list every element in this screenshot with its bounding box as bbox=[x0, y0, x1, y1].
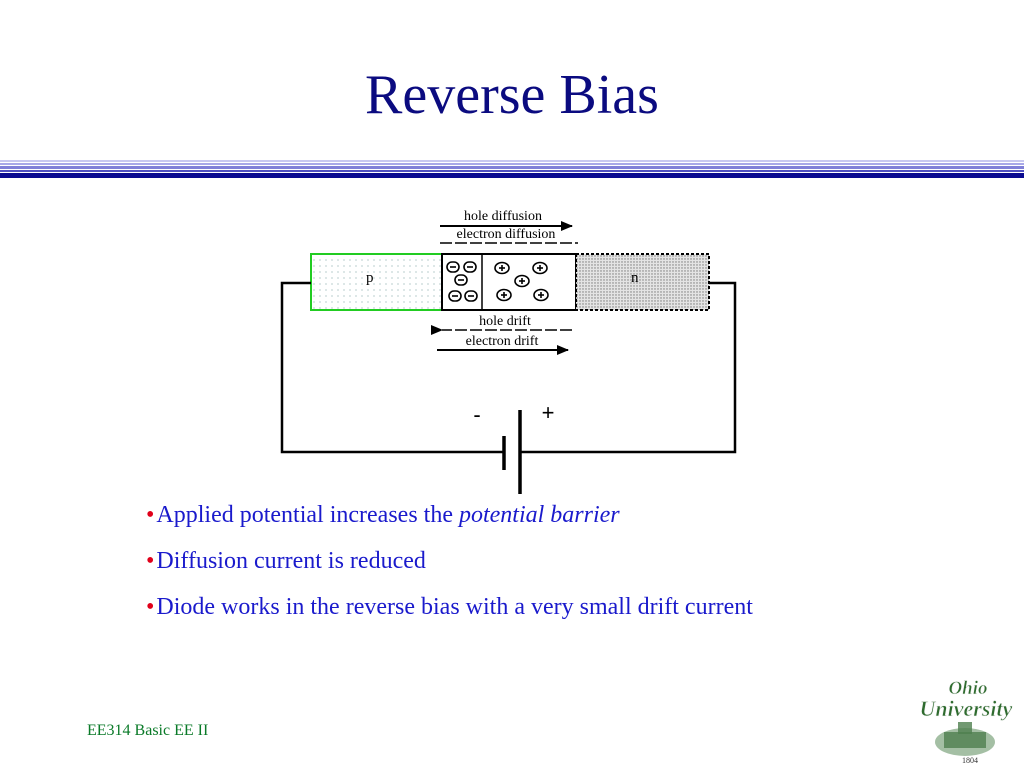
battery-minus-label: - bbox=[473, 402, 480, 427]
bullet-dot: • bbox=[146, 594, 155, 620]
hole-diffusion-label: hole diffusion bbox=[464, 209, 542, 224]
n-label: n bbox=[631, 270, 639, 286]
bullet-dot: • bbox=[146, 502, 155, 528]
electron-drift-label: electron drift bbox=[466, 334, 539, 349]
n-region bbox=[575, 253, 710, 311]
drift-arrows: hole drift electron drift bbox=[431, 314, 572, 355]
battery-symbol bbox=[502, 410, 522, 494]
diffusion-arrows: hole diffusion electron diffusion bbox=[440, 209, 578, 244]
bullet-item: •Diffusion current is reduced bbox=[146, 548, 426, 574]
battery-plus-label: + bbox=[542, 400, 555, 425]
bullet-item: •Diode works in the reverse bias with a … bbox=[146, 594, 753, 620]
slide-footer: EE314 Basic EE II bbox=[87, 722, 209, 739]
logo-year: 1804 bbox=[962, 756, 978, 765]
ohio-university-logo: Ohio University 1804 bbox=[919, 678, 1013, 765]
bullet-list: •Applied potential increases the potenti… bbox=[146, 500, 996, 638]
bullet-item: •Applied potential increases the potenti… bbox=[146, 502, 620, 528]
logo-line1: Ohio bbox=[948, 678, 987, 699]
electron-diffusion-label: electron diffusion bbox=[457, 227, 556, 242]
p-label: p bbox=[366, 270, 374, 286]
logo-line2: University bbox=[920, 696, 1013, 721]
depletion-region bbox=[441, 253, 577, 311]
negative-ions bbox=[446, 261, 478, 302]
positive-ions bbox=[494, 261, 549, 302]
bullet-dot: • bbox=[146, 548, 155, 574]
circuit-wires bbox=[280, 281, 737, 454]
slide-title: Reverse Bias bbox=[365, 64, 659, 126]
p-region bbox=[310, 253, 443, 311]
bullet-emphasis: potential barrier bbox=[458, 502, 620, 528]
hole-drift-label: hole drift bbox=[479, 314, 531, 329]
